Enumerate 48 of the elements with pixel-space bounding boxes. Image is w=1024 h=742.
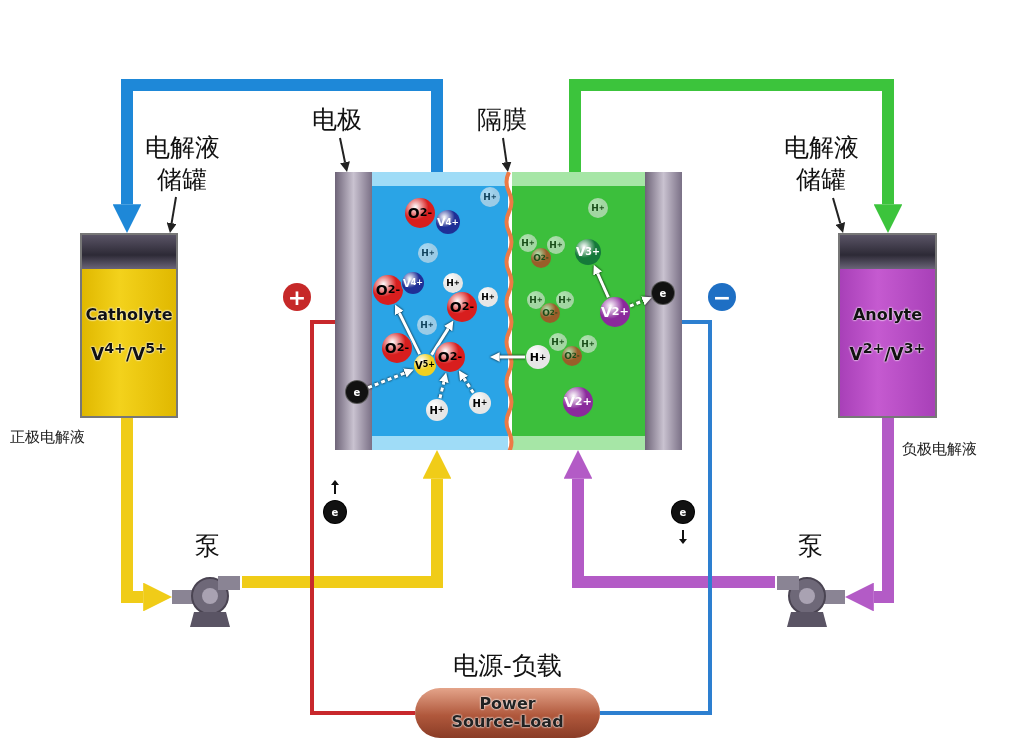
arrow xyxy=(438,372,449,399)
polarity-sign: − xyxy=(708,283,736,311)
leader-line xyxy=(832,197,846,233)
pipe-arrow xyxy=(563,450,775,588)
ion-ball: V$^{3+}$ xyxy=(575,239,601,265)
arrow xyxy=(430,320,454,356)
electron-ball: e xyxy=(346,381,368,403)
wire xyxy=(600,320,712,715)
pipe-arrow xyxy=(112,79,443,233)
leader-line xyxy=(501,137,512,172)
pump-label: 泵 xyxy=(796,530,824,562)
heading: 电源-负载 xyxy=(452,650,563,682)
ion-formula: V$^{4+}$/V$^{5+}$ xyxy=(90,340,168,364)
electrode-plate xyxy=(645,172,682,450)
polarity-sign: + xyxy=(283,283,311,311)
node-label: 负极电解液 xyxy=(902,440,978,459)
arrow xyxy=(395,304,422,355)
tank-label: Anolyte xyxy=(851,305,924,324)
pump-label: 泵 xyxy=(193,530,221,562)
arrow xyxy=(458,370,475,394)
electron-ball: e xyxy=(672,501,694,523)
wire xyxy=(310,320,415,715)
electrolyte-tank xyxy=(838,233,937,418)
callout-label: 电解液储罐 xyxy=(779,132,863,202)
pipe-arrow xyxy=(242,450,452,588)
leader-line xyxy=(339,137,350,172)
electrolyte-compartment xyxy=(372,172,508,450)
arrow xyxy=(629,296,652,308)
electron-ball: e xyxy=(324,501,346,523)
electron-ball: e xyxy=(652,282,674,304)
tank-label: Catholyte xyxy=(84,305,174,324)
pipe-arrow xyxy=(121,418,172,612)
arrow xyxy=(490,352,526,362)
node-label: 正极电解液 xyxy=(10,428,86,447)
callout-label: 电极 xyxy=(306,104,368,138)
arrow xyxy=(593,264,610,298)
arrow xyxy=(367,368,414,389)
power-source-capsule: Power Source-Load xyxy=(415,688,600,738)
electrode-plate xyxy=(335,172,372,450)
callout-label: 隔膜 xyxy=(471,104,533,138)
membrane xyxy=(503,172,515,450)
callout-label: 电解液储罐 xyxy=(140,132,224,202)
leader-line xyxy=(166,196,177,233)
pipe-arrow xyxy=(845,418,894,612)
electrolyte-compartment xyxy=(512,172,645,450)
pipe-arrow xyxy=(569,79,903,233)
electrolyte-tank xyxy=(80,233,178,418)
ion-formula: V$^{2+}$/V$^{3+}$ xyxy=(848,340,927,364)
